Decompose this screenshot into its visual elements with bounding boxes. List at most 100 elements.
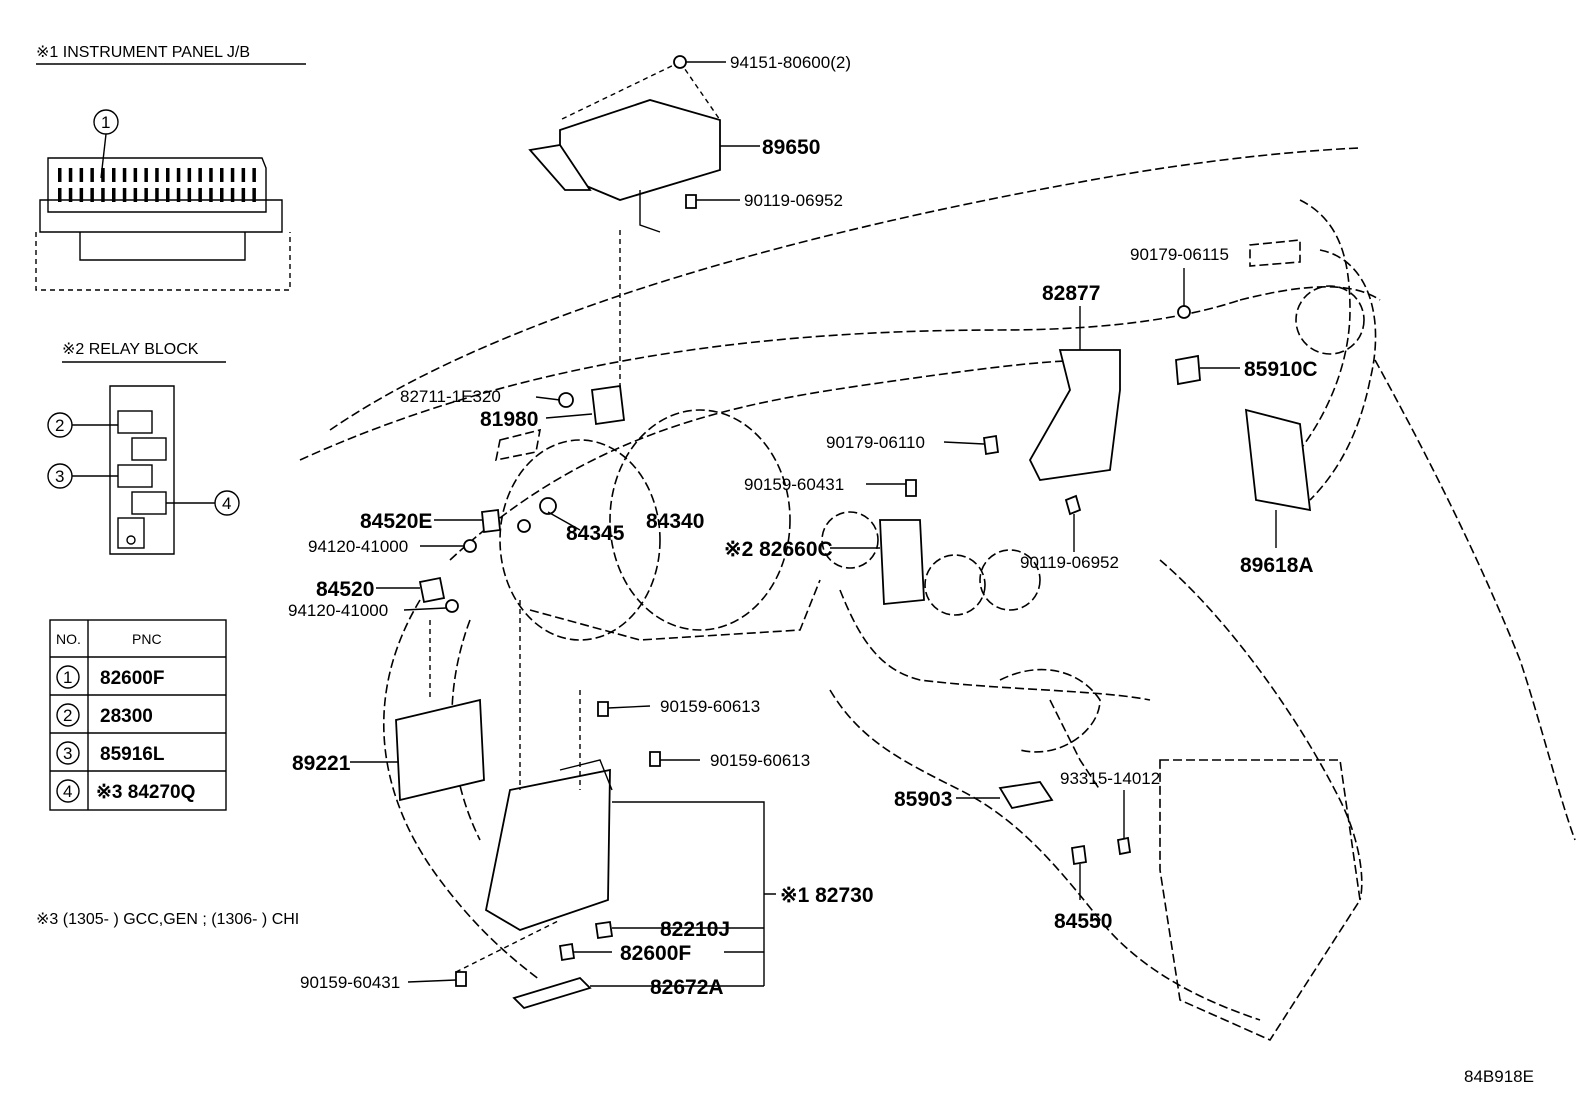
bolt-93315-14012 [1116,836,1132,856]
jb-fuse-slot [90,188,94,202]
leader-89650-nut [559,61,721,121]
relay-mount-hole [126,535,136,545]
label-90179-06115: 90179-06115 [1130,245,1229,264]
jb-fuse-slot [187,188,192,202]
label-81980: 81980 [480,408,538,431]
cover-82672a [512,976,592,1010]
label-93315-14012: 93315-14012 [1060,769,1160,788]
windshield-edge [329,147,1361,431]
nut-90179-06115 [1177,305,1191,319]
label-94120-41000-upper: 94120-41000 [308,537,408,556]
gauge-left [499,439,661,641]
label-82711-1e320: 82711-1E320 [400,387,501,406]
switch-84520 [418,576,446,604]
bolt-90159-60431-upper [905,479,917,497]
jb-fuse-slot [101,168,105,182]
ecu-89618a [1244,408,1312,512]
label-82877: 82877 [1042,282,1100,305]
clip-90179-06110 [982,434,1000,456]
label-85903: 85903 [894,788,952,811]
label-89221: 89221 [292,752,351,775]
hvac-knob-1 [924,554,986,616]
relay-block-body [109,385,175,555]
jb-fuse-slot [209,168,213,182]
label-90179-06110: 90179-06110 [826,433,925,452]
jb-fuse-slot [68,168,73,182]
relay-85910c [1175,354,1201,386]
switch-84345 [517,519,531,533]
bolt-90159-60431-lower [455,971,467,987]
label-90119-06952-top: 90119-06952 [744,191,843,210]
relay-legend-title: ※2 RELAY BLOCK [62,341,199,358]
table-row-circle [56,665,80,689]
jb-fuse-slot [166,168,170,182]
module-85903 [998,781,1054,810]
pnc-table-frame [49,619,227,811]
label-84520: 84520 [316,578,374,601]
label-89618a: 89618A [1240,554,1314,577]
label-90119-06952-right: 90119-06952 [1020,553,1119,572]
leader [403,607,447,611]
jb-fuse-slot [133,168,138,182]
defrost-grille [494,428,542,462]
relay-slot-2 [117,410,153,434]
dash-top-edge [299,299,1241,461]
jb-fuse-slot [230,188,235,202]
jb-fuse-slot [68,188,73,202]
nut-94151-80600 [673,55,687,69]
jb-fuse-slot [241,188,246,202]
label-84550: 84550 [1054,910,1112,933]
jb-fuse-slot [198,188,202,202]
jb-fuse-slot [122,188,127,202]
jb-fuse-slot [79,188,84,202]
jb-fuse-slot [230,168,235,182]
relay-mount-tab [117,517,145,549]
label-90159-60431-lower: 90159-60431 [300,973,400,992]
label-82672a: 82672A [650,976,724,999]
switch-84340 [539,497,557,515]
jb-fuse-slot [144,188,148,202]
dashboard-outline [299,147,1576,1042]
leader [407,979,457,983]
leader [607,705,651,709]
vent-right-outer [1309,249,1377,501]
label-84520e: 84520E [360,510,432,533]
leader [943,441,985,445]
callout-3-label: 3 [55,467,64,486]
speaker-grille [1249,239,1301,267]
steering-column-left [383,599,541,981]
table-row-circle [56,741,80,765]
label-89650: 89650 [762,136,820,159]
jb-fuse-slot [220,188,224,202]
jb-fuse-slot [166,188,170,202]
label-90159-60431-upper: 90159-60431 [744,475,844,494]
jb-fuse-slot [176,188,181,202]
shifter-boot [999,668,1101,753]
jb-fuse-slot [144,168,148,182]
jb-fuse-slots [58,168,256,202]
jb-fuse-slot [133,188,138,202]
jb-fuse-slot [90,168,94,182]
table-row-pnc: 85916L [100,744,165,765]
door-edge [1374,359,1576,841]
bolt-90159-60613-a [597,701,609,717]
jb-body [47,157,267,213]
jb-fuse-slot [252,168,256,182]
gauge-right [609,409,791,631]
console-right [1159,559,1363,901]
bolt-90119-top [685,194,697,209]
hvac-knob-2 [979,549,1041,611]
label-82660c: ※2 82660C [724,538,833,561]
jb-fuse-slot [241,168,246,182]
center-armrest [1159,759,1361,1042]
vent-right [1295,285,1365,355]
bracket-89650 [639,190,661,233]
label-94151-80600: 94151-80600(2) [730,53,851,72]
table-row-no: 1 [63,668,72,687]
jb-fuse-slot [112,188,116,202]
leader [535,396,561,401]
table-row-pnc: 28300 [100,706,153,727]
relay-slot-4 [131,491,167,515]
nut-94120-upper [463,539,477,553]
label-84340: 84340 [646,510,704,533]
